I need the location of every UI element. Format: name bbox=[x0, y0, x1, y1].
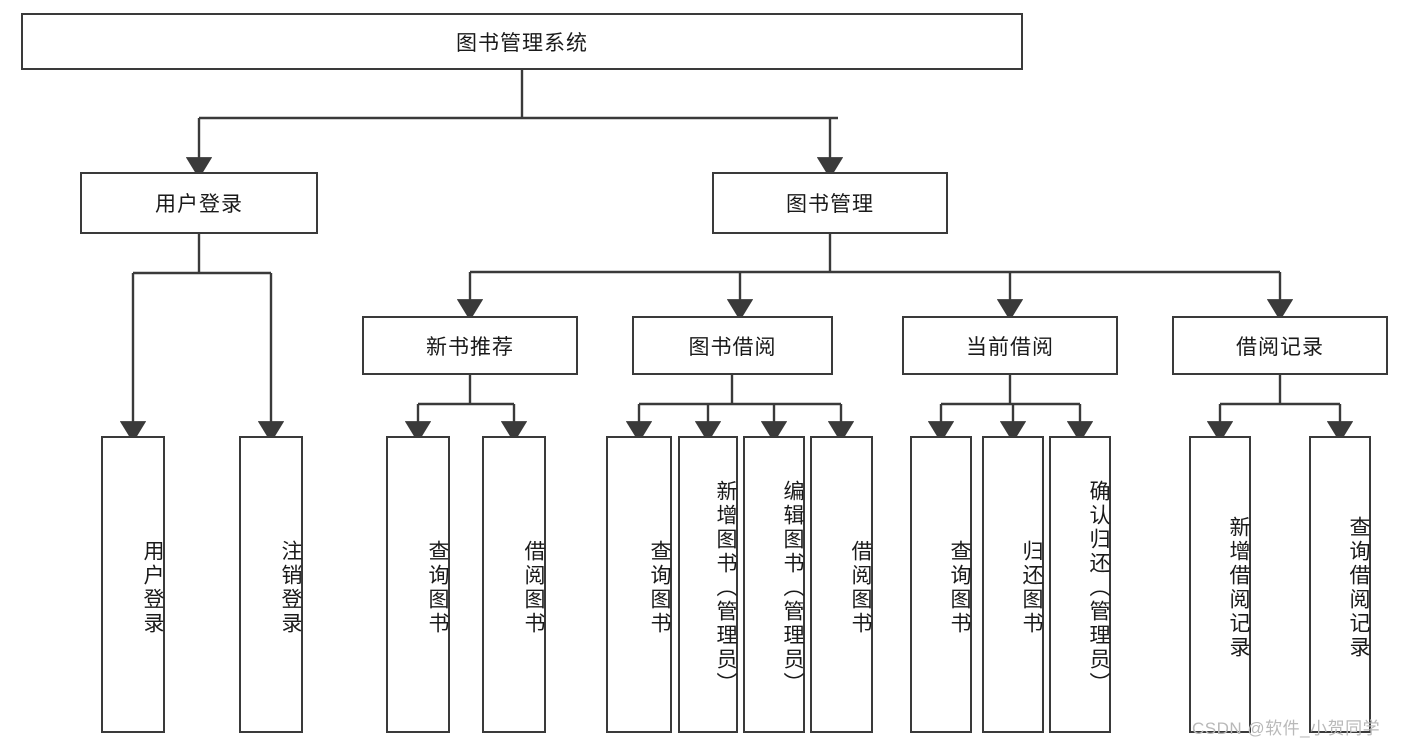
leaf-return-book[interactable]: 归还图书 bbox=[982, 436, 1044, 733]
leaf-query-book-borrow-label: 查询图书 bbox=[648, 539, 671, 636]
leaf-user-login-label: 用户登录 bbox=[141, 539, 164, 636]
leaf-query-book-recommend-label: 查询图书 bbox=[426, 539, 449, 636]
node-book-borrow[interactable]: 图书借阅 bbox=[632, 316, 833, 375]
leaf-logout-label: 注销登录 bbox=[279, 539, 302, 636]
leaf-return-book-label: 归还图书 bbox=[1020, 539, 1043, 636]
leaf-confirm-return-admin[interactable]: 确认归还（管理员） bbox=[1049, 436, 1111, 733]
leaf-user-login[interactable]: 用户登录 bbox=[101, 436, 165, 733]
node-borrow-record[interactable]: 借阅记录 bbox=[1172, 316, 1388, 375]
node-user-login-label: 用户登录 bbox=[155, 193, 243, 216]
leaf-borrow-book-recommend[interactable]: 借阅图书 bbox=[482, 436, 546, 733]
leaf-borrow-book-label: 借阅图书 bbox=[849, 539, 872, 636]
leaf-query-book-current-label: 查询图书 bbox=[948, 539, 971, 636]
leaf-query-book-recommend[interactable]: 查询图书 bbox=[386, 436, 450, 733]
leaf-query-borrow-record-label: 查询借阅记录 bbox=[1347, 515, 1370, 660]
watermark: CSDN @软件_小贺同学 bbox=[1192, 719, 1381, 738]
leaf-add-borrow-record-label: 新增借阅记录 bbox=[1227, 515, 1250, 660]
leaf-logout[interactable]: 注销登录 bbox=[239, 436, 303, 733]
leaf-add-book-admin[interactable]: 新增图书（管理员） bbox=[678, 436, 738, 733]
leaf-query-book-borrow[interactable]: 查询图书 bbox=[606, 436, 672, 733]
node-borrow-record-label: 借阅记录 bbox=[1236, 335, 1324, 359]
leaf-add-book-admin-label: 新增图书（管理员） bbox=[714, 479, 737, 696]
node-current-borrow[interactable]: 当前借阅 bbox=[902, 316, 1118, 375]
leaf-confirm-return-admin-label: 确认归还（管理员） bbox=[1087, 479, 1110, 696]
leaf-edit-book-admin[interactable]: 编辑图书（管理员） bbox=[743, 436, 805, 733]
leaf-query-book-current[interactable]: 查询图书 bbox=[910, 436, 972, 733]
node-new-book-recommend-label: 新书推荐 bbox=[426, 335, 514, 359]
node-user-login[interactable]: 用户登录 bbox=[80, 172, 318, 234]
leaf-query-borrow-record[interactable]: 查询借阅记录 bbox=[1309, 436, 1371, 733]
node-new-book-recommend[interactable]: 新书推荐 bbox=[362, 316, 578, 375]
leaf-edit-book-admin-label: 编辑图书（管理员） bbox=[781, 479, 804, 696]
node-book-management[interactable]: 图书管理 bbox=[712, 172, 948, 234]
node-book-management-label: 图书管理 bbox=[786, 193, 874, 216]
leaf-add-borrow-record[interactable]: 新增借阅记录 bbox=[1189, 436, 1251, 733]
node-book-borrow-label: 图书借阅 bbox=[688, 335, 777, 359]
leaf-borrow-book[interactable]: 借阅图书 bbox=[810, 436, 873, 733]
node-root-label: 图书管理系统 bbox=[456, 31, 588, 55]
leaf-borrow-book-recommend-label: 借阅图书 bbox=[522, 539, 545, 636]
node-current-borrow-label: 当前借阅 bbox=[966, 335, 1054, 359]
node-root[interactable]: 图书管理系统 bbox=[21, 13, 1023, 70]
